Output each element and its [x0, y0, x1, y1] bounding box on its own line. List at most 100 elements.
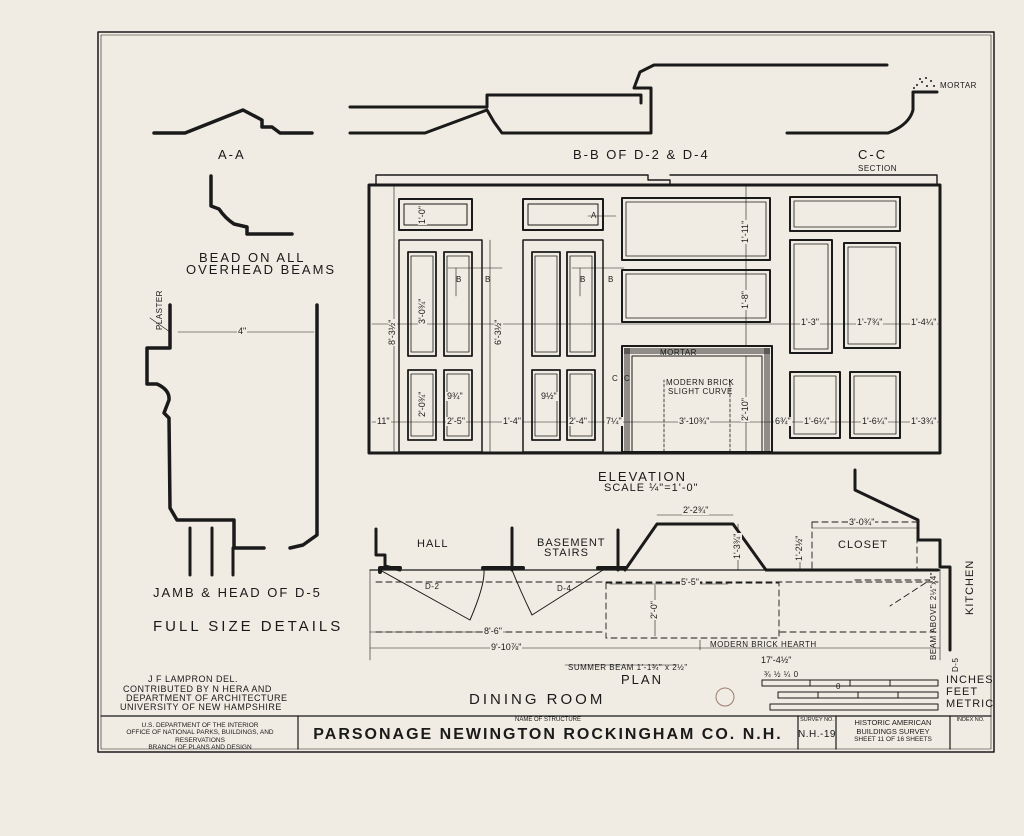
dim-transom: 1'-0"	[417, 205, 427, 225]
modern-brick-label-2: SLIGHT CURVE	[668, 387, 733, 396]
room-hall: HALL	[417, 538, 449, 550]
sheet-border	[97, 31, 995, 753]
structure-name-label: NAME OF STRUCTURE	[515, 717, 581, 723]
credit-line-1: J F LAMPRON DEL.	[148, 674, 239, 684]
room-kitchen: KITCHEN	[964, 559, 976, 615]
section-mark-a: A	[591, 211, 597, 220]
dim-r6: 1'-6¼"	[861, 416, 889, 426]
full-size-details-label: FULL SIZE DETAILS	[153, 618, 344, 635]
scale-zero: 0	[836, 682, 841, 691]
profile-b-b-top	[348, 93, 643, 109]
section-mark-b-2: B	[485, 275, 491, 284]
hearth-outline	[605, 582, 780, 639]
dim-r7: 1'-3¾"	[910, 416, 938, 426]
section-mark-c-1: C	[612, 374, 619, 383]
door-d4-transom	[522, 198, 604, 231]
jamb-width-dim: 4"	[237, 326, 248, 336]
bead-profile	[209, 174, 294, 236]
credit-line-3: DEPARTMENT OF ARCHITECTURE	[126, 693, 288, 703]
basement-stairs-2: STAIRS	[544, 547, 589, 559]
modern-brick-label-1: MODERN BRICK	[666, 378, 735, 387]
dim-panel-lower: 2'-0¾"	[417, 390, 427, 418]
jamb-profile	[145, 303, 266, 550]
door-label-d4: D-4	[557, 584, 572, 593]
bead-label-1: BEAD ON ALL	[199, 250, 306, 265]
plan-dim-a: 2'-2¾"	[682, 505, 710, 515]
scale-inches: INCHES	[946, 674, 994, 686]
title-block-grid	[100, 715, 992, 750]
dim-d6: 7¼"	[605, 416, 623, 426]
profile-a-a	[152, 108, 314, 135]
profile-c-c	[785, 90, 939, 135]
plan-dim-g: 8'-6"	[483, 626, 503, 636]
dim-r4: 6¾"	[774, 416, 792, 426]
dim-mid-panel: 1'-8"	[740, 290, 750, 310]
plan-title: PLAN	[621, 672, 663, 687]
section-marker-label: SECTION	[858, 164, 898, 173]
plan-dim-i: 17'-4½"	[760, 655, 793, 665]
door-d4	[522, 239, 604, 453]
plan-dim-e: 5'-5"	[680, 577, 700, 587]
habs-line-1: HISTORIC AMERICAN	[854, 718, 932, 727]
elevation-title: ELEVATION	[598, 469, 688, 484]
dim-hearth-width: 3'-10¾"	[678, 416, 711, 426]
section-label-a-a: A-A	[218, 147, 246, 162]
overmantel-panel-top	[621, 197, 771, 261]
basement-stairs-1: BASEMENT	[537, 537, 606, 549]
index-no-label: INDEX NO.	[956, 717, 985, 723]
plan-chimney	[623, 522, 940, 572]
dim-r1: 1'-3"	[800, 317, 820, 327]
credit-line-4: UNIVERSITY OF NEW HAMPSHIRE	[120, 702, 282, 712]
hearth-label: MODERN BRICK HEARTH	[710, 640, 817, 649]
plan-dim-c: 1'-3¾"	[732, 532, 742, 560]
beam-above-label: BEAM ABOVE 2½"x4"	[929, 572, 938, 660]
plaster-label: PLASTER	[155, 290, 164, 330]
dim-overall-height: 8'-3½"	[387, 318, 397, 346]
dim-d2: 2'-5"	[446, 416, 466, 426]
dim-d4: 9½"	[540, 391, 558, 401]
graphic-scale	[761, 679, 939, 711]
door-d2-transom	[398, 198, 473, 231]
dim-door-height: 6'-3½"	[493, 318, 503, 346]
dim-d1: 9¾"	[446, 391, 464, 401]
dim-d3: 1'-4"	[502, 416, 522, 426]
scale-feet: FEET	[946, 686, 979, 698]
bead-label-2: OVERHEAD BEAMS	[186, 262, 337, 277]
dim-left-margin: 11"	[376, 416, 391, 426]
agency-line-3: BRANCH OF PLANS AND DESIGN	[148, 744, 252, 752]
plan-dim-d: 1'-2½"	[794, 534, 804, 562]
section-label-c-c: C-C	[858, 147, 888, 162]
dim-r5: 1'-6¼"	[803, 416, 831, 426]
plan-left-wall	[374, 527, 402, 572]
scale-fractions: ¾ ½ ¼ 0	[764, 670, 799, 679]
elevation-scale: SCALE ¼"=1'-0"	[604, 482, 699, 494]
survey-no: N.H.-19	[798, 729, 836, 740]
overmantel-panel-mid	[621, 269, 771, 323]
section-label-b-b: B-B OF D-2 & D-4	[573, 147, 710, 162]
cupboard-transom	[789, 196, 901, 232]
door-d2	[398, 239, 483, 453]
jamb-label: JAMB & HEAD OF D-5	[153, 585, 322, 600]
section-mark-b-4: B	[608, 275, 614, 284]
survey-no-label: SURVEY NO.	[800, 717, 834, 723]
profile-b-b	[348, 63, 889, 135]
scale-metric: METRIC	[946, 698, 995, 710]
title-block-agency: U.S. DEPARTMENT OF THE INTERIOR OFFICE O…	[102, 722, 298, 752]
habs-block: HISTORIC AMERICAN BUILDINGS SURVEY SHEET…	[836, 718, 950, 744]
section-mark-c-2: C	[624, 374, 631, 383]
plan-dim-b: 3'-0¾"	[848, 517, 876, 527]
mortar-label-top: MORTAR	[940, 81, 977, 90]
section-mark-b-3: B	[580, 275, 586, 284]
fireplace-mortar-label: MORTAR	[660, 348, 697, 357]
dim-d5: 2'-4"	[568, 416, 588, 426]
room-title: DINING ROOM	[469, 691, 606, 708]
dim-r3: 1'-4¼"	[910, 317, 938, 327]
habs-line-2: BUILDINGS SURVEY	[856, 726, 930, 736]
summer-beam-label: SUMMER BEAM 1'-1¾" x 2½"	[568, 663, 688, 672]
plan-dim-f: 2'-0"	[649, 600, 659, 620]
sheet-number: SHEET 11 OF 16 SHEETS	[854, 736, 932, 744]
credit-line-2: CONTRIBUTED BY N HERA AND	[123, 684, 272, 694]
sheet-border-inner	[100, 34, 992, 750]
door-label-d5: D-5	[951, 657, 960, 672]
